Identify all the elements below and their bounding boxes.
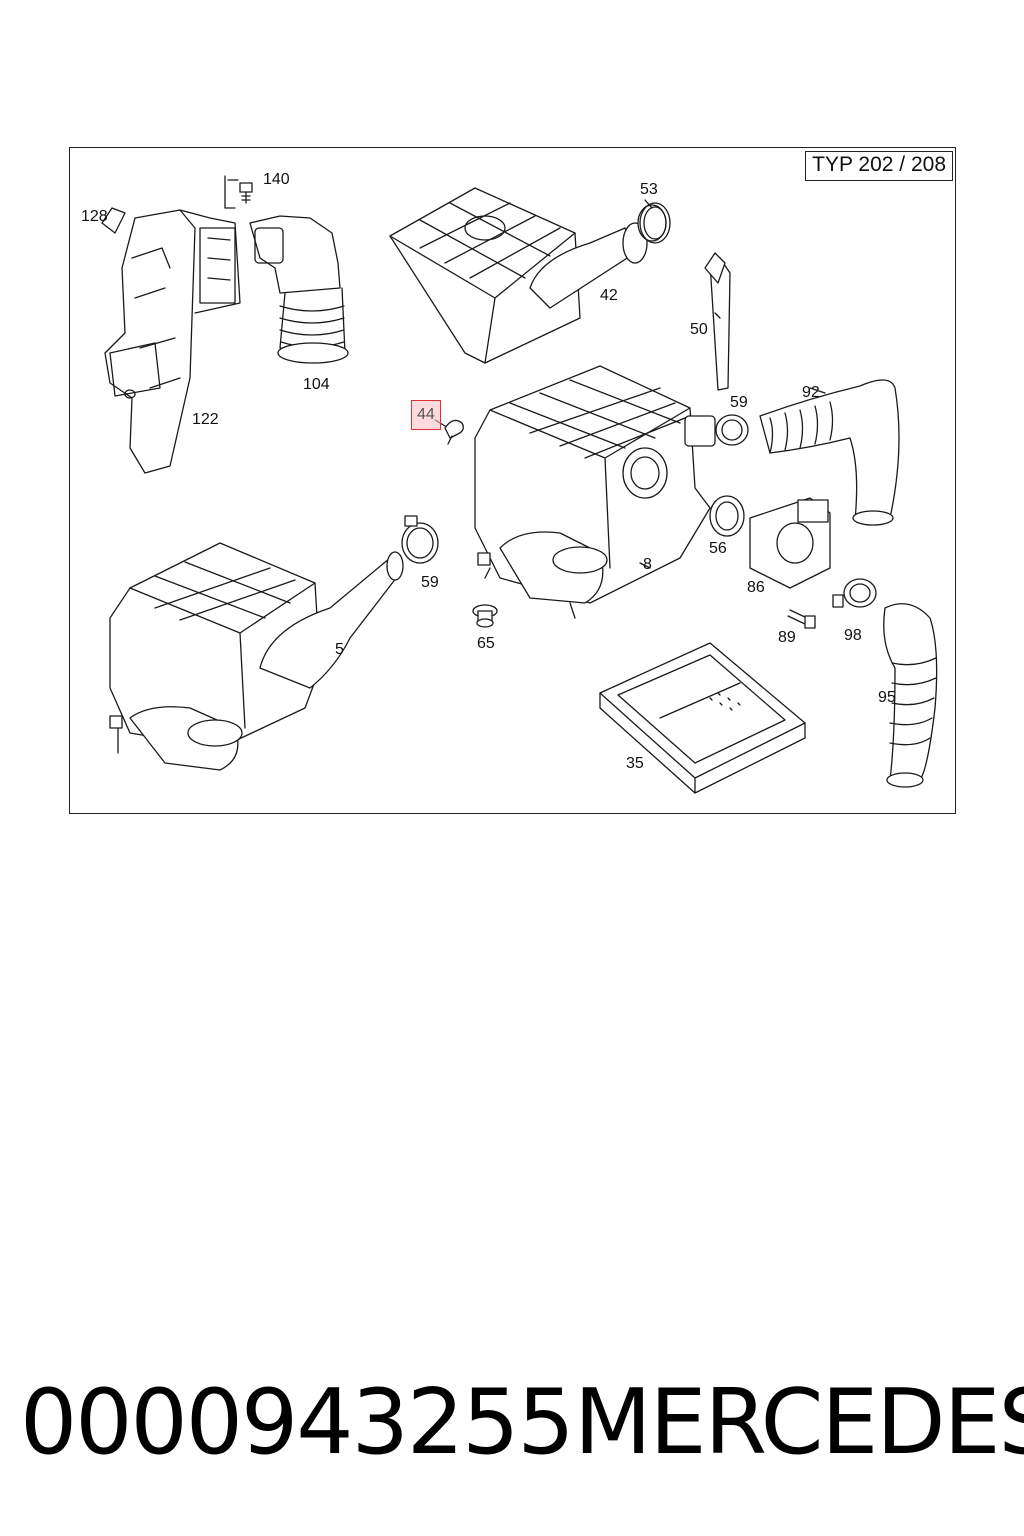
clip-44-drawing xyxy=(444,419,464,445)
callout-98[interactable]: 98 xyxy=(844,627,862,644)
callout-8[interactable]: 8 xyxy=(643,556,652,573)
part-number: 0000943255 xyxy=(20,1370,575,1475)
grommet-65-drawing xyxy=(472,604,498,628)
callout-50[interactable]: 50 xyxy=(690,321,708,338)
callout-35[interactable]: 35 xyxy=(626,755,644,772)
callout-59-upper[interactable]: 59 xyxy=(730,394,748,411)
air-filter-housing-8-drawing xyxy=(474,365,711,619)
callout-92[interactable]: 92 xyxy=(802,384,820,401)
air-filter-assembly-5-drawing xyxy=(109,542,404,771)
callout-89[interactable]: 89 xyxy=(778,629,796,646)
callout-122[interactable]: 122 xyxy=(192,411,219,428)
callout-56[interactable]: 56 xyxy=(709,540,727,557)
callout-128[interactable]: 128 xyxy=(81,208,108,225)
callout-95[interactable]: 95 xyxy=(878,689,896,706)
seal-ring-56-drawing xyxy=(709,495,745,537)
callout-86[interactable]: 86 xyxy=(747,579,765,596)
callout-42[interactable]: 42 xyxy=(600,287,618,304)
exploded-parts-drawing xyxy=(101,175,938,794)
callout-65[interactable]: 65 xyxy=(477,635,495,652)
callout-53[interactable]: 53 xyxy=(640,181,658,198)
brand-name: MERCEDES xyxy=(574,1370,1024,1475)
clamp-98-drawing xyxy=(832,578,877,608)
callout-104[interactable]: 104 xyxy=(303,376,330,393)
model-type-label: TYP 202 / 208 xyxy=(805,151,953,181)
filter-element-35-drawing xyxy=(599,642,806,794)
hose-92-drawing xyxy=(759,379,900,526)
callout-140[interactable]: 140 xyxy=(263,171,290,188)
clamp-59-lower-drawing xyxy=(401,515,439,564)
bellows-hose-drawing xyxy=(249,215,349,364)
seal-ring-53-drawing xyxy=(639,202,671,244)
callout-44-highlighted[interactable]: 44 xyxy=(411,400,441,430)
callout-5[interactable]: 5 xyxy=(335,641,344,658)
clamp-59-upper-drawing xyxy=(684,414,749,447)
throttle-body-86-drawing xyxy=(749,497,831,589)
air-filter-lid-drawing xyxy=(389,187,667,364)
strap-50-drawing xyxy=(704,252,731,391)
bolt-140-drawing xyxy=(224,175,253,209)
bolt-89-drawing xyxy=(787,609,816,629)
bracket-duct-drawing xyxy=(101,207,241,474)
hose-95-drawing xyxy=(883,603,938,788)
parts-diagram-frame: TYP 202 / 208 140 128 104 122 53 42 50 4… xyxy=(69,147,956,814)
callout-59-lower[interactable]: 59 xyxy=(421,574,439,591)
